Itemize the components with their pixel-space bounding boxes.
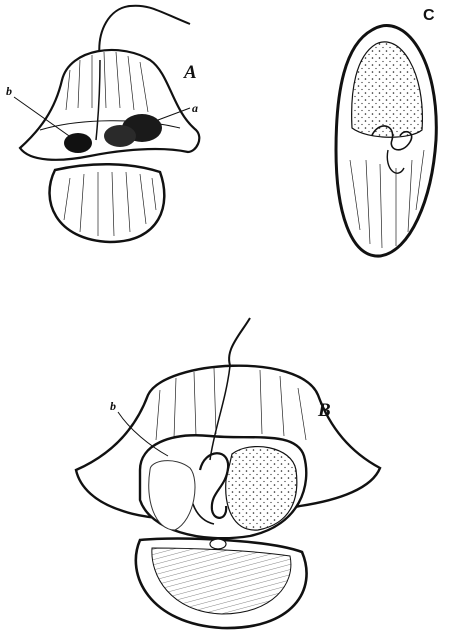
figure-a-mass-b [64, 133, 92, 153]
figure-c: C [336, 7, 436, 256]
figure-a: b a A [6, 6, 199, 242]
figure-b-label: B [317, 400, 331, 421]
figure-a-callout-a: a [192, 101, 198, 115]
figure-c-label: C [423, 7, 435, 24]
figure-b-callout-b: b [110, 399, 116, 413]
figure-a-callout-b: b [6, 84, 12, 98]
figure-a-label: A [183, 62, 197, 83]
figure-b: b B [76, 318, 380, 628]
